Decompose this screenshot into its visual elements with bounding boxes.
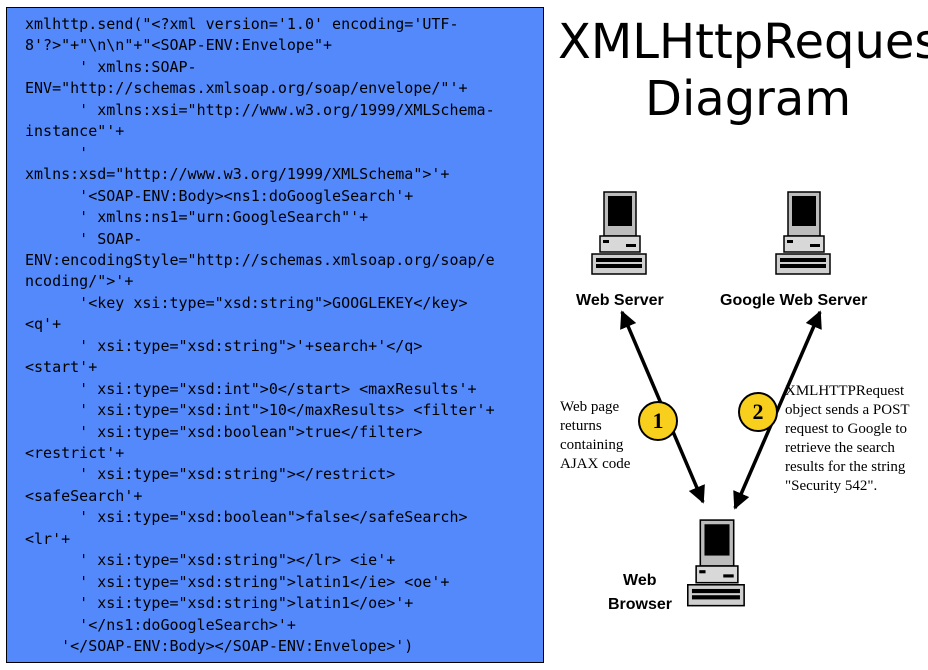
code-line: ' xsi:type="xsd:string"></restrict> bbox=[25, 465, 396, 484]
code-line: ncoding/">'+ bbox=[25, 272, 134, 291]
code-line: ' SOAP- bbox=[25, 229, 143, 248]
step-2-caption-line: "Security 542". bbox=[785, 478, 878, 494]
code-line: ' xsi:type="xsd:boolean">true</filter> bbox=[25, 422, 423, 441]
step-1-badge: 1 bbox=[638, 401, 678, 441]
step-2-caption-line: results for the string bbox=[785, 459, 906, 475]
step-2-caption: XMLHTTPRequest object sends a POST reque… bbox=[785, 382, 910, 496]
step-1-number: 1 bbox=[652, 408, 664, 433]
code-line: xmlhttp.send("<?xml version='1.0' encodi… bbox=[25, 15, 459, 33]
code-line: ' xsi:type="xsd:int">10</maxResults> <fi… bbox=[25, 401, 495, 420]
step-1-caption: Web page returns containing AJAX code bbox=[560, 398, 630, 474]
step-1-caption-line: returns bbox=[560, 418, 602, 434]
code-line: '<SOAP-ENV:Body><ns1:doGoogleSearch'+ bbox=[25, 186, 414, 205]
code-line: <safeSearch'+ bbox=[25, 486, 143, 505]
code-line: ' xsi:type="xsd:string">latin1</oe>'+ bbox=[25, 594, 414, 613]
diagram-title: XMLHttpRequest bbox=[558, 14, 928, 70]
code-line: ' bbox=[25, 143, 89, 162]
step-2-caption-line: request to Google to bbox=[785, 421, 908, 437]
step-2-caption-line: XMLHTTPRequest bbox=[785, 383, 905, 399]
step-2-caption-line: retrieve the search bbox=[785, 440, 895, 456]
code-line: ' xsi:type="xsd:string">latin1</ie> <oe'… bbox=[25, 572, 450, 591]
code-line: 8'?>"+"\n\n"+"<SOAP-ENV:Envelope"+ bbox=[25, 36, 333, 55]
code-line: ' xsi:type="xsd:boolean">false</safeSear… bbox=[25, 508, 468, 527]
browser-computer-icon bbox=[687, 519, 745, 607]
code-line: ' xsi:type="xsd:string">'+search+'</q> bbox=[25, 336, 423, 355]
web-server-computer-icon bbox=[591, 191, 647, 275]
code-line: '</ns1:doGoogleSearch>'+ bbox=[25, 615, 296, 634]
step-2-number: 2 bbox=[752, 399, 764, 424]
web-browser-label-line2: Browser bbox=[608, 596, 673, 613]
step-2-caption-line: object sends a POST bbox=[785, 402, 910, 418]
code-line: <q'+ bbox=[25, 315, 62, 334]
code-line: ENV:encodingStyle="http://schemas.xmlsoa… bbox=[25, 250, 495, 269]
code-line: '</SOAP-ENV:Body></SOAP-ENV:Envelope>') bbox=[25, 637, 414, 656]
code-line: ' xmlns:xsi="http://www.w3.org/1999/XMLS… bbox=[25, 100, 495, 119]
google-web-server-label: Google Web Server bbox=[720, 292, 868, 309]
code-line: ' xsi:type="xsd:int">0</start> <maxResul… bbox=[25, 379, 477, 398]
step-1-caption-line: containing bbox=[560, 437, 624, 453]
step-1-caption-line: AJAX code bbox=[560, 456, 631, 472]
code-panel: xmlhttp.send("<?xml version='1.0' encodi… bbox=[6, 7, 544, 663]
code-line: <lr'+ bbox=[25, 529, 71, 548]
web-server-label: Web Server bbox=[576, 292, 664, 309]
web-browser-label-line1: Web bbox=[623, 572, 657, 589]
code-line: xmlns:xsd="http://www.w3.org/1999/XMLSch… bbox=[25, 165, 450, 184]
step-2-badge: 2 bbox=[738, 392, 778, 432]
step-1-caption-line: Web page bbox=[560, 399, 620, 415]
code-line: ENV="http://schemas.xmlsoap.org/soap/env… bbox=[25, 79, 468, 98]
code-line: '<key xsi:type="xsd:string">GOOGLEKEY</k… bbox=[25, 293, 468, 312]
code-line: <restrict'+ bbox=[25, 444, 125, 462]
diagram-title-line2: Diagram bbox=[645, 71, 852, 127]
code-line: ' xmlns:ns1="urn:GoogleSearch"'+ bbox=[25, 208, 369, 227]
code-line: instance"'+ bbox=[25, 122, 125, 141]
code-line: ' xsi:type="xsd:string"></lr> <ie'+ bbox=[25, 551, 396, 570]
google-server-computer-icon bbox=[775, 191, 831, 275]
code-line: ' xmlns:SOAP- bbox=[25, 57, 197, 76]
code-line: <start'+ bbox=[25, 358, 98, 377]
